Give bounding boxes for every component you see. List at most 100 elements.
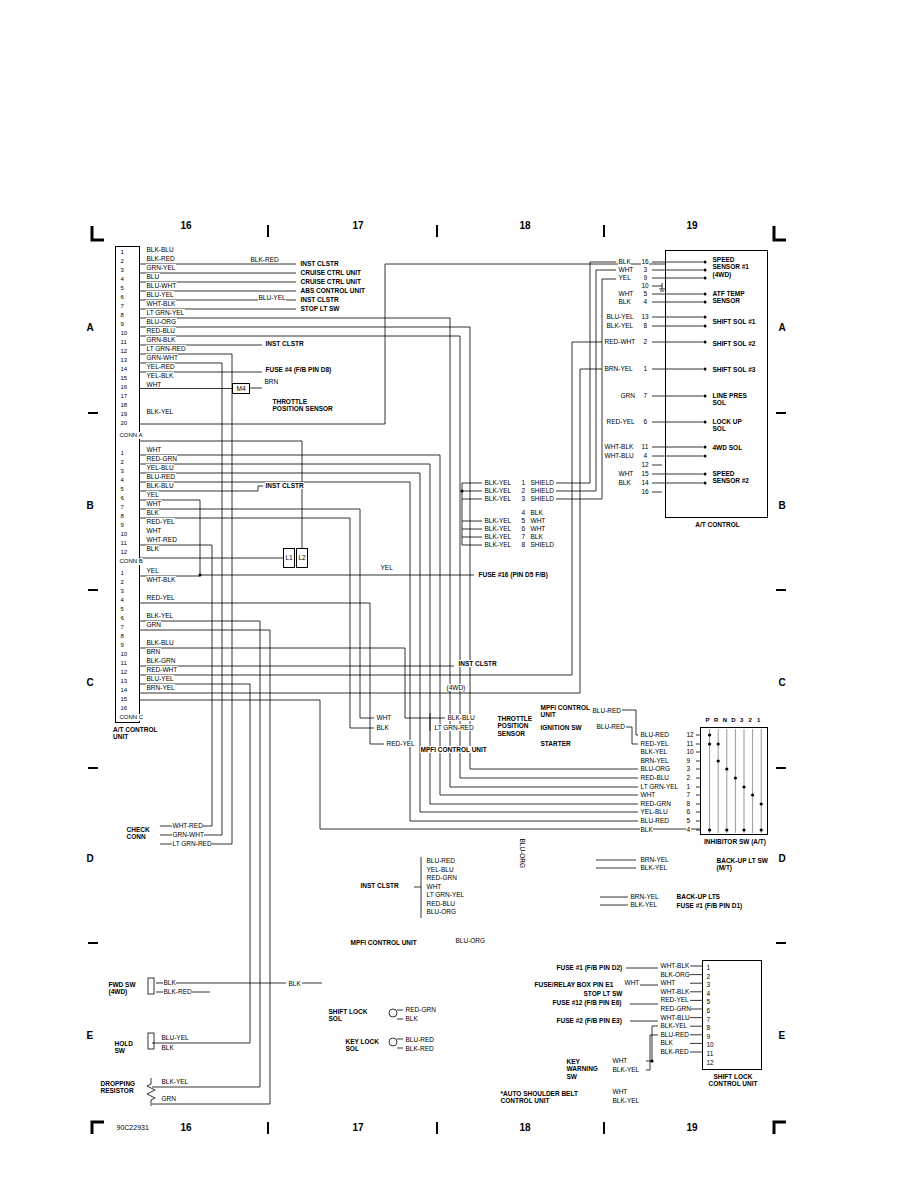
wire-label: BLU-RED	[405, 1036, 435, 1043]
wire-label: BLK-YEL	[630, 901, 658, 908]
wire-label: SHIELD	[530, 495, 554, 502]
wire-label: YEL-RED	[146, 363, 175, 370]
pin-number: 1	[643, 365, 648, 372]
wire-label: BLK	[640, 826, 653, 833]
pin-number: 9	[120, 642, 124, 649]
component-label: CHECK CONN	[126, 826, 159, 841]
wire-label: BLU-ORG	[426, 908, 457, 915]
component-label: CRUISE CTRL UNIT	[300, 269, 362, 276]
pin-number: 15	[120, 375, 128, 382]
component-label: INST CLSTR	[265, 482, 304, 489]
pin-number: 10	[120, 531, 128, 538]
wire-label: YEL-BLU	[146, 464, 174, 471]
pin-number: 12	[706, 1059, 714, 1066]
grid-reference: C	[778, 677, 786, 688]
wire-label: WHT	[640, 791, 656, 798]
wire-label: BLK-RED	[660, 1048, 689, 1055]
pin-number: 8	[120, 633, 124, 640]
wire-label: WHT	[618, 266, 634, 273]
component-label: 4WD SOL	[712, 444, 757, 451]
component-label: IGNITION SW	[540, 724, 582, 731]
pin-number: 17	[120, 393, 128, 400]
wire-label: BLK-RED	[405, 1045, 434, 1052]
pin-number: 6	[686, 808, 691, 815]
component-label: SHIFT SOL #2	[712, 340, 757, 347]
grid-reference: 19	[686, 220, 698, 231]
wire-label: RED-YEL	[146, 518, 175, 525]
pin-number: 3	[686, 765, 691, 772]
component-label: KEY WARNING SW	[566, 1058, 603, 1080]
pin-number: 9	[643, 274, 648, 281]
component-label: STOP LT SW	[300, 305, 340, 312]
grid-reference: A	[86, 322, 94, 333]
wire-label: WHT	[376, 714, 392, 721]
pin-number: 7	[521, 533, 526, 540]
wire-label: BLK-BLU	[447, 714, 475, 721]
wire-label: BLK-RED	[146, 255, 175, 262]
wire-label: WHT	[660, 979, 676, 986]
wire-label: BLK	[618, 298, 631, 305]
component-label: FUSE/RELAY BOX PIN E1	[534, 981, 614, 988]
wire-label: BLK-YEL	[612, 1066, 640, 1073]
wire-label: RED-YEL	[660, 996, 689, 1003]
wire-label: GRN	[146, 621, 161, 628]
wire-label: BLK-YEL	[484, 517, 512, 524]
wire-label: WHT-BLK	[660, 988, 690, 995]
connector-name: CONN A	[119, 432, 143, 439]
wire-label: YEL-BLU	[426, 866, 454, 873]
grid-reference: 16	[180, 1122, 192, 1133]
component-box: L2	[296, 548, 308, 568]
component-label: FUSE #16 (PIN D5 F/B)	[478, 571, 548, 578]
pin-number: 16	[641, 258, 649, 265]
pin-number: 1	[686, 783, 691, 790]
pin-number: 13	[120, 357, 128, 364]
pin-number: 8	[706, 1024, 711, 1031]
grid-reference: B	[778, 500, 786, 511]
wire-label: RED-YEL	[386, 740, 415, 747]
wire-label: RED-GRN	[660, 1005, 691, 1012]
wire-label: BRN-YEL	[640, 757, 669, 764]
wire-label: LT GRN-YEL	[426, 891, 465, 898]
pin-number: 16	[641, 488, 649, 495]
wire-label: WHT	[624, 979, 640, 986]
wire-label: BLU-YEL	[146, 291, 174, 298]
pin-number: 6	[120, 615, 124, 622]
wire-label: BLK	[530, 533, 543, 540]
grid-reference: C	[86, 677, 94, 688]
wire-label: RED-GRN	[426, 874, 457, 881]
wire-label: BLK-RED	[163, 988, 192, 995]
wire-label: BLK-YEL	[161, 1078, 189, 1085]
pin-number: 16	[120, 705, 128, 712]
pin-number: 1	[120, 570, 124, 577]
wire-label: BLK-YEL	[484, 479, 512, 486]
wire-label: WHT-BLU	[660, 1014, 690, 1021]
pin-number: 11	[120, 339, 127, 346]
wire-label: BLU-ORG	[146, 318, 177, 325]
component-label: BACK-UP LTS	[676, 893, 720, 900]
wire-label: RED-GRN	[405, 1006, 436, 1013]
wire-label: WHT	[146, 500, 162, 507]
wire-label: YEL	[146, 567, 159, 574]
pin-number: 4	[706, 990, 711, 997]
wire-label: BLK-BLU	[146, 482, 174, 489]
pin-number: 7	[643, 392, 648, 399]
wire-label: BRN-YEL	[604, 365, 633, 372]
wire-label: BLK-YEL	[146, 408, 174, 415]
pin-number: 6	[706, 1007, 711, 1014]
wire-label: RED-YEL	[606, 418, 635, 425]
position-header: 3	[739, 717, 743, 724]
pin-number: 9	[686, 757, 691, 764]
wire-label: BLU	[146, 273, 160, 280]
pin-number: 11	[641, 443, 649, 450]
wire-label: YEL-BLU	[640, 808, 668, 815]
wire-label: RED-YEL	[640, 740, 669, 747]
component-label: LINE PRES SOL	[712, 392, 757, 407]
wire-label: BLK-YEL	[606, 322, 634, 329]
wire-label: WHT-RED	[146, 536, 177, 543]
wire-label: RED-BLU	[640, 774, 670, 781]
wire-label: GRN-WHT	[172, 831, 204, 838]
pin-number: 2	[120, 579, 124, 586]
pin-number: 11	[120, 540, 127, 547]
pin-number: 7	[120, 303, 124, 310]
